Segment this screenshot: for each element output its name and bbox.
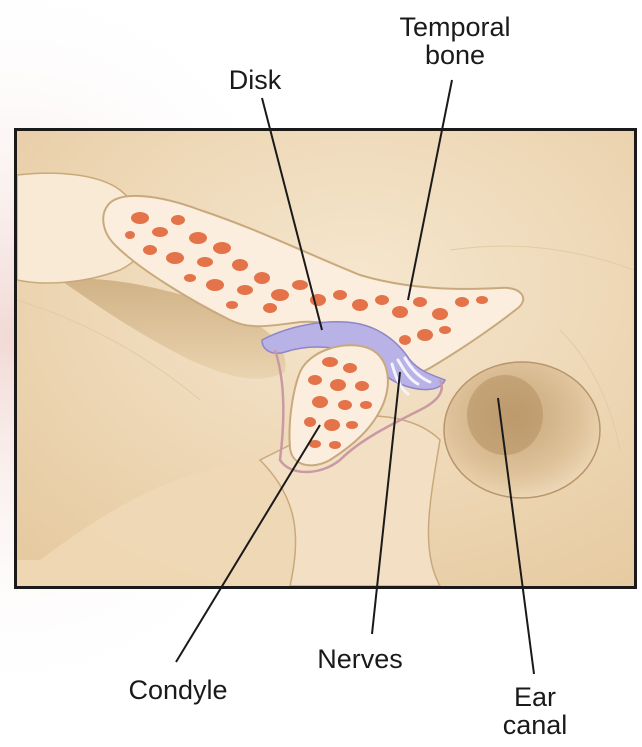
label-disk: Disk	[215, 66, 295, 94]
label-ear-canal: Ear canal	[480, 683, 590, 739]
label-temporal-bone: Temporal bone	[385, 13, 525, 69]
label-nerves: Nerves	[300, 645, 420, 673]
label-condyle: Condyle	[108, 676, 248, 704]
